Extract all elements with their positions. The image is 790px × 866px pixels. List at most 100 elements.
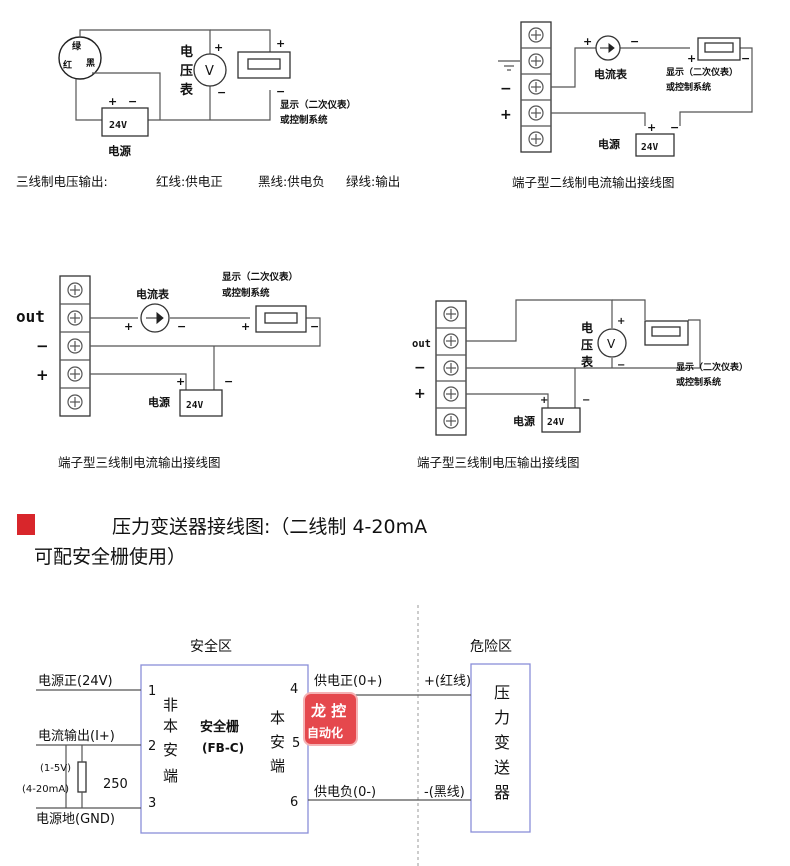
ground-icon (498, 60, 520, 71)
svg-text:−: − (630, 35, 639, 48)
red-wire-label: +(红线) (424, 673, 471, 689)
out-label-4: out (412, 338, 431, 350)
svg-text:+: + (647, 121, 656, 134)
diagram-terminal-2wire-current: − + + − 电流表 + − 显示（二次仪表） 或控制系统 24V + − 电… (498, 21, 753, 190)
non-is-char-4: 端 (163, 767, 178, 785)
svg-text:+: + (241, 320, 250, 333)
voltmeter-4-label-1: 电 (581, 320, 593, 335)
svg-text:自动化: 自动化 (307, 725, 343, 740)
terminal-screws-3 (67, 282, 83, 410)
transmitter-char-4: 送 (494, 758, 510, 777)
svg-text:24V: 24V (186, 400, 203, 411)
svg-text:24V: 24V (641, 142, 658, 153)
diagram-3wire-voltage: 绿 红 黑 V 电 压 表 + − + − 显示（二次仪表） 或控制系统 24V… (16, 29, 400, 189)
display-2-line2: 或控制系统 (666, 81, 711, 93)
is-char-2: 安 (270, 733, 285, 751)
voltmeter-1-letter: V (205, 64, 214, 79)
svg-text:+: + (414, 386, 426, 402)
transmitter-char-5: 器 (494, 783, 510, 802)
ammeter-3-label: 电流表 (136, 287, 170, 301)
svg-text:−: − (670, 121, 679, 134)
display-1-line1: 显示（二次仪表） (280, 99, 356, 111)
section-header: 压力变送器接线图:（二线制 4-20mA 可配安全栅使用） (17, 514, 427, 568)
d1-caption-black: 黑线:供电负 (258, 174, 325, 189)
svg-text:24V: 24V (547, 417, 564, 428)
display-4-line1: 显示（二次仪表） (676, 361, 748, 373)
svg-text:−: − (617, 360, 625, 371)
black-wire-label: -(黑线) (424, 785, 465, 800)
resistor-value: 250 (103, 777, 128, 792)
voltmeter-1 (193, 53, 227, 87)
label-current-output: 电流输出(I+) (38, 728, 115, 744)
voltmeter-4-letter: V (607, 337, 616, 351)
display-1-line2: 或控制系统 (280, 114, 328, 126)
barrier-name: 安全栅 (200, 719, 239, 735)
svg-text:−: − (177, 320, 186, 333)
barrier-model: (FB-C) (202, 741, 244, 755)
terminal-screws-4 (443, 306, 459, 429)
svg-text:+: + (108, 95, 117, 108)
pin-5: 5 (292, 736, 300, 751)
resistor-250 (77, 761, 87, 793)
svg-text:24V: 24V (109, 120, 127, 131)
svg-text:−: − (310, 320, 319, 333)
hazard-zone-label: 危险区 (470, 639, 512, 655)
range-current: (4-20mA) (22, 784, 69, 795)
diagram-terminal-3wire-current: out − + + − 电流表 + − 显示（二次仪表） 或控制系统 24V +… (16, 271, 321, 470)
svg-text:+: + (583, 35, 592, 48)
section-title-cont: 可配安全栅使用） (34, 546, 186, 568)
display-3-line1: 显示（二次仪表） (222, 271, 298, 283)
wire-green-label: 绿 (72, 40, 82, 52)
d1-caption-red: 红线:供电正 (156, 174, 223, 189)
power-1 (101, 107, 149, 137)
non-is-char-2: 本 (163, 717, 178, 735)
svg-text:+: + (214, 41, 223, 54)
out-label-3: out (16, 307, 45, 326)
pin-1: 1 (148, 684, 156, 699)
svg-text:−: − (224, 375, 233, 388)
diagram-safety-barrier: 安全区 危险区 电源正(24V) 电流输出(I+) 电源地(GND) (1-5V… (22, 605, 531, 866)
voltmeter-1-label-1: 电 (180, 44, 193, 60)
transmitter-char-3: 变 (494, 733, 510, 752)
safety-barrier-box (140, 664, 309, 834)
voltmeter-1-label-2: 压 (180, 64, 193, 79)
is-char-3: 端 (270, 757, 285, 775)
pin-4: 4 (290, 682, 298, 697)
non-is-char-1: 非 (163, 696, 178, 714)
svg-text:−: − (128, 95, 137, 108)
ammeter-2-label: 电流表 (594, 67, 628, 81)
non-is-char-3: 安 (163, 741, 178, 759)
power-4-label: 电源 (513, 414, 535, 428)
pin-3: 3 (148, 796, 156, 811)
section-title: 压力变送器接线图:（二线制 4-20mA (112, 516, 427, 538)
svg-text:+: + (124, 320, 133, 333)
label-power-positive: 电源正(24V) (38, 674, 113, 689)
terminal-screws-2 (528, 27, 544, 147)
transmitter-char-2: 力 (494, 708, 510, 727)
pin-6: 6 (290, 795, 298, 810)
supply-negative-label: 供电负(0-) (314, 785, 376, 800)
svg-text:+: + (687, 52, 696, 65)
svg-text:+: + (176, 375, 185, 388)
wire-black-label: 黑 (86, 58, 95, 69)
power-4 (541, 407, 581, 433)
svg-text:+: + (540, 395, 548, 406)
transmitter-char-1: 压 (494, 683, 510, 702)
d1-caption-green: 绿线:输出 (346, 174, 400, 189)
section-accent-marker (17, 514, 35, 535)
voltmeter-4-label-2: 压 (581, 338, 593, 352)
voltmeter-4 (597, 328, 627, 358)
power-2 (635, 133, 675, 157)
svg-text:−: − (500, 81, 512, 97)
svg-text:−: − (276, 85, 285, 98)
svg-text:−: − (217, 86, 226, 99)
svg-text:+: + (617, 316, 625, 327)
svg-text:−: − (414, 360, 426, 376)
svg-text:+: + (500, 107, 512, 123)
is-char-1: 本 (270, 709, 285, 727)
power-3-label: 电源 (148, 395, 170, 409)
display-4-line2: 或控制系统 (676, 376, 721, 388)
power-1-label: 电源 (108, 144, 131, 158)
svg-text:−: − (36, 337, 49, 355)
